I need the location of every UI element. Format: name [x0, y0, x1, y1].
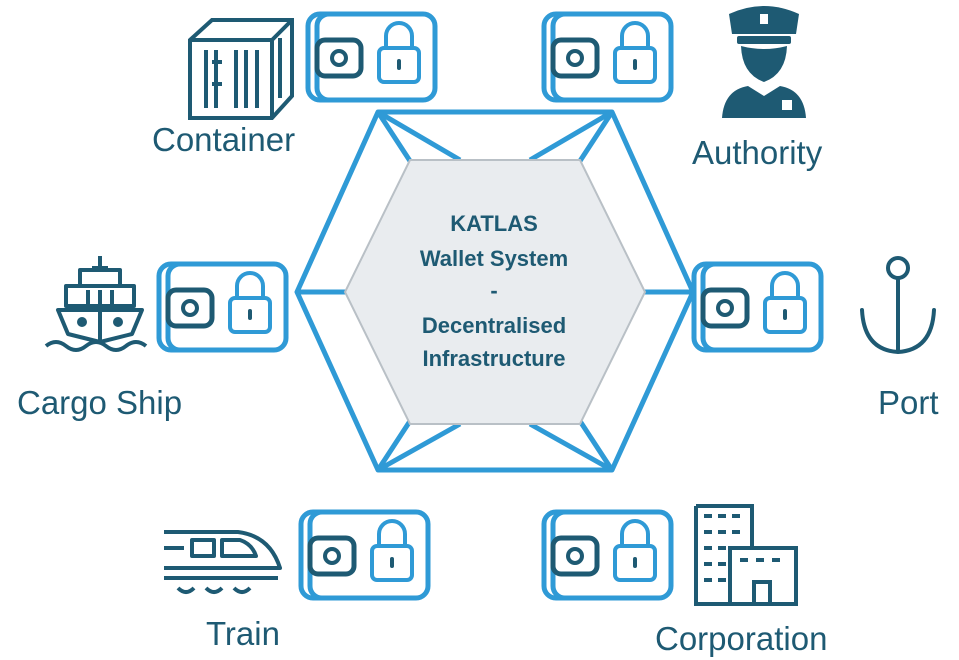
train-icon: [164, 530, 282, 594]
cargo-ship-icon: [44, 256, 148, 352]
office-building-icon: [694, 504, 798, 606]
shipping-container-icon: [188, 18, 294, 120]
wallet-lock-icon-container: [308, 14, 435, 100]
anchor-icon: [860, 256, 936, 355]
label-cargo-ship: Cargo Ship: [17, 384, 182, 421]
label-authority: Authority: [692, 134, 823, 171]
center-line-3: -: [490, 278, 497, 303]
police-officer-icon: [722, 6, 806, 118]
label-port: Port: [878, 384, 939, 421]
label-corporation: Corporation: [655, 620, 827, 657]
center-hexagon: [343, 159, 647, 425]
wallet-lock-icon-corporation: [544, 512, 671, 598]
wallet-lock-icon-port: [694, 264, 821, 350]
label-container: Container: [152, 121, 295, 158]
center-line-1: KATLAS: [450, 211, 538, 236]
center-line-5: Infrastructure: [422, 346, 565, 371]
wallet-lock-icon-train: [301, 512, 428, 598]
label-train: Train: [206, 615, 280, 652]
center-line-4: Decentralised: [422, 313, 566, 338]
center-line-2: Wallet System: [420, 246, 568, 271]
wallet-lock-icon-authority: [544, 14, 671, 100]
wallet-lock-icon-cargo-ship: [159, 264, 286, 350]
